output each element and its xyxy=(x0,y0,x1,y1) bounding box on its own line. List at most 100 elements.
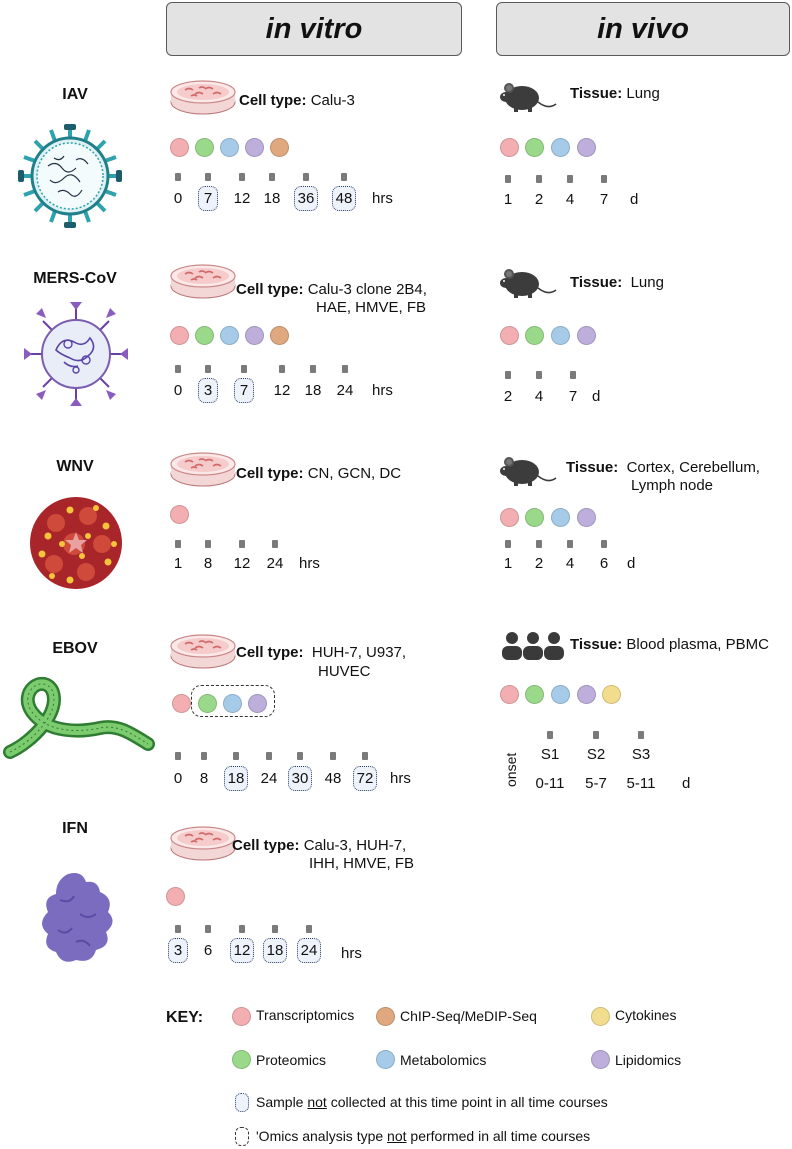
time-point: 4 xyxy=(534,388,544,405)
time-point: 2 xyxy=(534,191,544,208)
time-tick xyxy=(342,365,348,373)
ebov-filament-icon xyxy=(3,677,155,759)
key-title: KEY: xyxy=(166,1009,204,1026)
time-tick xyxy=(567,175,573,183)
time-tick xyxy=(638,731,644,739)
petri-dish-icon xyxy=(170,264,236,299)
petri-dish-icon xyxy=(170,80,236,115)
mouse-icon xyxy=(499,456,557,487)
omics-not-all-box xyxy=(191,685,275,717)
time-tick xyxy=(175,173,181,181)
time-tick xyxy=(310,365,316,373)
time-tick xyxy=(272,925,278,933)
time-point: 7 xyxy=(599,191,609,208)
time-unit: hrs xyxy=(299,555,320,572)
time-point: 0 xyxy=(173,770,183,787)
time-tick xyxy=(175,540,181,548)
time-tick xyxy=(279,365,285,373)
key-dot-proteomics xyxy=(232,1050,251,1069)
time-point: 7 xyxy=(568,388,578,405)
omics-dot-cytokines xyxy=(602,685,621,704)
omics-dot-proteomics xyxy=(525,685,544,704)
tissue-wnv-line2: Lymph node xyxy=(631,477,714,494)
mouse-icon xyxy=(499,82,557,113)
virus-name-ebov: EBOV xyxy=(52,640,98,657)
time-tick xyxy=(330,752,336,760)
time-tick xyxy=(536,371,542,379)
time-point: 12 xyxy=(233,555,251,572)
time-unit: hrs xyxy=(341,945,362,962)
time-tick xyxy=(536,175,542,183)
time-tick xyxy=(505,371,511,379)
omics-dot-proteomics xyxy=(525,138,544,157)
time-point-boxed: 18 xyxy=(216,766,256,791)
mers-virion-icon xyxy=(24,302,128,406)
time-point: 18 xyxy=(263,190,281,207)
time-tick xyxy=(306,925,312,933)
key-dot-lipidomics xyxy=(591,1050,610,1069)
omics-dot-proteomics xyxy=(525,508,544,527)
time-unit: hrs xyxy=(390,770,411,787)
virus-name-wnv: WNV xyxy=(56,458,94,475)
omics-dot-transcriptomics xyxy=(500,685,519,704)
time-unit: d xyxy=(682,775,691,792)
people-icon xyxy=(502,632,564,660)
time-tick xyxy=(547,731,553,739)
stage-label: S1 xyxy=(540,746,560,763)
time-tick xyxy=(593,731,599,739)
key-label-chipseq: ChIP-Seq/MeDIP-Seq xyxy=(400,1008,537,1024)
time-tick xyxy=(272,540,278,548)
omics-dot-lipidomics xyxy=(577,326,596,345)
tissue-ebov: Tissue: Blood plasma, PBMC xyxy=(570,636,769,653)
key-dot-metabolomics xyxy=(376,1050,395,1069)
stage-range: 0-11 xyxy=(535,775,565,792)
mouse-icon xyxy=(499,268,557,299)
key-note-omics: 'Omics analysis type not performed in al… xyxy=(256,1128,591,1144)
key-label-cytokines: Cytokines xyxy=(615,1007,677,1023)
time-point: 4 xyxy=(565,555,575,572)
omics-dot-proteomics xyxy=(525,326,544,345)
time-tick xyxy=(205,540,211,548)
cell-type-mers: Cell type: Calu-3 clone 2B4, xyxy=(236,281,427,298)
omics-dot-metabolomics xyxy=(551,685,570,704)
time-point-boxed: 12 xyxy=(222,938,262,963)
time-tick xyxy=(601,540,607,548)
time-tick xyxy=(341,173,347,181)
time-point-boxed: 36 xyxy=(286,186,326,211)
iav-virion-icon xyxy=(18,124,122,228)
omics-dot-metabolomics xyxy=(220,326,239,345)
time-point: 18 xyxy=(304,382,322,399)
time-point: 2 xyxy=(503,388,513,405)
stage-label: S2 xyxy=(586,746,606,763)
tissue-iav: Tissue: Lung xyxy=(570,85,660,102)
time-unit: hrs xyxy=(372,190,393,207)
time-point-boxed: 72 xyxy=(345,766,385,791)
virus-name-mers-cov: MERS-CoV xyxy=(33,270,117,287)
time-point-boxed: 48 xyxy=(324,186,364,211)
omics-dot-transcriptomics xyxy=(170,505,189,524)
omics-dot-chipseq xyxy=(270,138,289,157)
omics-dot-lipidomics xyxy=(577,138,596,157)
time-point: 8 xyxy=(199,770,209,787)
time-tick xyxy=(233,752,239,760)
time-tick xyxy=(362,752,368,760)
cell-type-ebov: Cell type: HUH-7, U937, xyxy=(236,644,407,661)
omics-dot-transcriptomics xyxy=(170,138,189,157)
stage-range: 5-7 xyxy=(585,775,607,792)
time-tick xyxy=(567,540,573,548)
omics-dot-transcriptomics xyxy=(172,694,191,713)
time-point: 24 xyxy=(266,555,284,572)
virus-name-ifn: IFN xyxy=(62,820,88,837)
time-tick xyxy=(505,175,511,183)
omics-dot-metabolomics xyxy=(551,138,570,157)
time-tick xyxy=(205,365,211,373)
time-point: 4 xyxy=(565,191,575,208)
omics-dot-transcriptomics xyxy=(166,887,185,906)
key-dot-chipseq xyxy=(376,1007,395,1026)
omics-dot-transcriptomics xyxy=(170,326,189,345)
time-point-boxed: 7 xyxy=(224,378,264,403)
omics-dot-chipseq xyxy=(270,326,289,345)
omics-dot-lipidomics xyxy=(248,694,267,713)
time-point: 1 xyxy=(503,555,513,572)
time-point-boxed: 24 xyxy=(289,938,329,963)
